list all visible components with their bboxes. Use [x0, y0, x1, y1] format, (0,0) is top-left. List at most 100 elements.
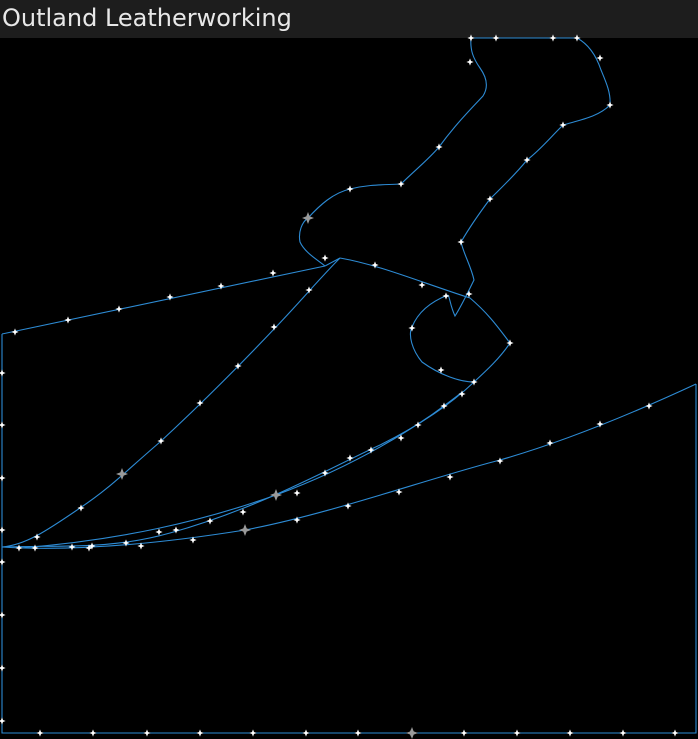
node-point-icon[interactable]: [566, 729, 574, 737]
node-point-icon[interactable]: [293, 516, 301, 524]
node-point-icon[interactable]: [346, 454, 354, 462]
frame-outline-path[interactable]: [1, 265, 697, 734]
node-point-icon[interactable]: [549, 34, 557, 42]
node-point-icon[interactable]: [513, 729, 521, 737]
node-point-icon[interactable]: [0, 664, 6, 672]
node-point-icon[interactable]: [414, 421, 422, 429]
handle-path[interactable]: [298, 37, 611, 318]
node-point-icon[interactable]: [486, 195, 494, 203]
node-point-icon[interactable]: [293, 489, 301, 497]
node-point-icon[interactable]: [0, 611, 6, 619]
node-point-icon[interactable]: [0, 717, 6, 725]
node-point-icon[interactable]: [68, 543, 76, 551]
node-point-icon[interactable]: [457, 238, 465, 246]
node-point-icon[interactable]: [31, 544, 39, 552]
blade-inner-edge-path[interactable]: [19, 391, 463, 549]
node-point-icon[interactable]: [465, 290, 473, 298]
node-point-icon[interactable]: [346, 185, 354, 193]
node-point-icon[interactable]: [89, 729, 97, 737]
node-point-icon[interactable]: [546, 439, 554, 447]
node-point-icon[interactable]: [442, 292, 450, 300]
node-point-icon[interactable]: [344, 502, 352, 510]
node-point-icon[interactable]: [645, 402, 653, 410]
node-point-icon[interactable]: [77, 504, 85, 512]
node-point-icon[interactable]: [64, 316, 72, 324]
node-point-icon[interactable]: [371, 261, 379, 269]
node-point-icon[interactable]: [0, 369, 6, 377]
node-point-icon[interactable]: [302, 729, 310, 737]
node-point-icon[interactable]: [11, 328, 19, 336]
node-point-icon[interactable]: [270, 323, 278, 331]
node-point-icon[interactable]: [467, 34, 475, 42]
node-point-icon[interactable]: [33, 533, 41, 541]
node-point-icon[interactable]: [0, 558, 6, 566]
node-point-icon[interactable]: [440, 402, 448, 410]
node-point-icon[interactable]: [619, 729, 627, 737]
node-point-icon[interactable]: [239, 508, 247, 516]
node-point-icon[interactable]: [217, 282, 225, 290]
node-point-icon[interactable]: [172, 526, 180, 534]
selected-node-icon[interactable]: [116, 468, 128, 480]
node-point-icon[interactable]: [397, 180, 405, 188]
node-point-icon[interactable]: [0, 526, 6, 534]
node-point-icon[interactable]: [321, 254, 329, 262]
node-point-icon[interactable]: [115, 305, 123, 313]
node-point-icon[interactable]: [523, 156, 531, 164]
node-point-icon[interactable]: [166, 293, 174, 301]
node-point-icon[interactable]: [206, 517, 214, 525]
node-point-icon[interactable]: [0, 474, 6, 482]
drawing-canvas[interactable]: [0, 38, 698, 739]
node-point-icon[interactable]: [470, 378, 478, 386]
node-point-icon[interactable]: [408, 324, 416, 332]
node-point-icon[interactable]: [354, 729, 362, 737]
node-point-icon[interactable]: [367, 446, 375, 454]
node-point-icon[interactable]: [506, 339, 514, 347]
node-point-icon[interactable]: [573, 34, 581, 42]
node-point-icon[interactable]: [0, 421, 6, 429]
blade-edge-path[interactable]: [1, 257, 341, 548]
node-point-icon[interactable]: [234, 362, 242, 370]
node-point-icon[interactable]: [458, 390, 466, 398]
node-point-icon[interactable]: [466, 58, 474, 66]
bolster-connector-path[interactable]: [324, 257, 341, 267]
guard-path[interactable]: [339, 257, 511, 383]
node-point-icon[interactable]: [492, 34, 500, 42]
node-point-icon[interactable]: [496, 457, 504, 465]
node-point-icon[interactable]: [435, 143, 443, 151]
node-point-icon[interactable]: [157, 437, 165, 445]
node-point-icon[interactable]: [269, 269, 277, 277]
node-point-icon[interactable]: [85, 544, 93, 552]
selected-node-icon[interactable]: [270, 489, 282, 501]
blade-spine-path[interactable]: [1, 381, 475, 548]
node-markers[interactable]: [0, 34, 679, 739]
selected-node-icon[interactable]: [239, 524, 251, 536]
selected-node-icon[interactable]: [302, 212, 314, 224]
node-point-icon[interactable]: [671, 729, 679, 737]
node-point-icon[interactable]: [305, 286, 313, 294]
selected-node-icon[interactable]: [406, 727, 418, 739]
node-point-icon[interactable]: [395, 488, 403, 496]
node-point-icon[interactable]: [460, 729, 468, 737]
node-point-icon[interactable]: [196, 729, 204, 737]
node-point-icon[interactable]: [321, 469, 329, 477]
node-point-icon[interactable]: [596, 54, 604, 62]
node-point-icon[interactable]: [397, 434, 405, 442]
node-point-icon[interactable]: [137, 542, 145, 550]
node-point-icon[interactable]: [437, 366, 445, 374]
node-point-icon[interactable]: [155, 528, 163, 536]
node-point-icon[interactable]: [249, 729, 257, 737]
node-point-icon[interactable]: [15, 544, 23, 552]
node-point-icon[interactable]: [196, 399, 204, 407]
node-point-icon[interactable]: [143, 729, 151, 737]
node-point-icon[interactable]: [122, 539, 130, 547]
node-point-icon[interactable]: [88, 542, 96, 550]
node-point-icon[interactable]: [446, 473, 454, 481]
node-point-icon[interactable]: [36, 729, 44, 737]
lower-curve-path[interactable]: [1, 383, 697, 549]
node-point-icon[interactable]: [418, 281, 426, 289]
node-point-icon[interactable]: [189, 536, 197, 544]
node-point-icon[interactable]: [606, 101, 614, 109]
node-point-icon[interactable]: [596, 420, 604, 428]
node-point-icon[interactable]: [559, 121, 567, 129]
